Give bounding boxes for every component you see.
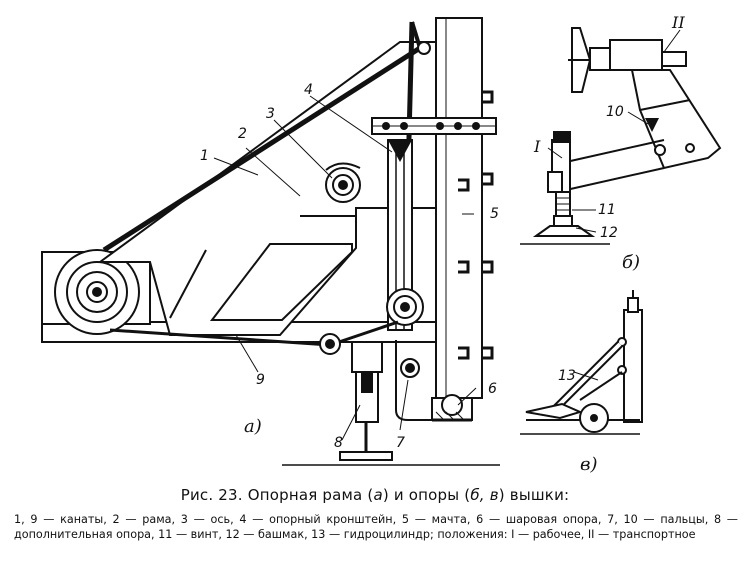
label-7: 7 bbox=[396, 435, 405, 451]
label-6: 6 bbox=[488, 381, 497, 397]
bracket-pulley bbox=[386, 288, 424, 326]
label-position-2: II bbox=[671, 13, 685, 32]
caption-bv: б, в bbox=[470, 486, 499, 504]
frame-opening bbox=[209, 243, 353, 321]
mast bbox=[435, 17, 483, 399]
subfig-b-label: б) bbox=[622, 252, 640, 273]
lower-pulley bbox=[319, 333, 341, 355]
caption-suffix: ) вышки: bbox=[498, 486, 570, 504]
technical-drawing: 1 2 3 4 5 6 7 8 9 10 11 12 13 I II а) б)… bbox=[41, 13, 722, 475]
figure: 1 2 3 4 5 6 7 8 9 10 11 12 13 I II а) б)… bbox=[41, 13, 722, 475]
label-10: 10 bbox=[606, 104, 624, 120]
winch-drum bbox=[54, 249, 140, 335]
caption-middle: ) и опоры ( bbox=[382, 486, 471, 504]
subfig-a-label: а) bbox=[244, 416, 262, 437]
ball-support bbox=[431, 394, 473, 422]
label-8: 8 bbox=[334, 435, 343, 451]
additional-support bbox=[339, 341, 393, 461]
label-13: 13 bbox=[558, 368, 576, 384]
label-4: 4 bbox=[304, 82, 313, 98]
pin-7 bbox=[395, 340, 432, 421]
label-3: 3 bbox=[266, 106, 275, 122]
label-11: 11 bbox=[598, 202, 616, 218]
caption-a: а bbox=[373, 486, 383, 504]
label-position-1: I bbox=[533, 137, 541, 156]
figure-b bbox=[520, 27, 722, 245]
axis-pulley bbox=[325, 167, 361, 203]
cable-9 bbox=[109, 320, 399, 347]
mast-steps bbox=[458, 90, 494, 360]
label-9: 9 bbox=[256, 372, 265, 388]
figure-caption: Рис. 23. Опорная рама (а) и опоры (б, в)… bbox=[0, 486, 750, 504]
caption-prefix: Рис. 23. Опорная рама ( bbox=[180, 486, 374, 504]
label-5: 5 bbox=[490, 206, 499, 222]
subfig-v-label: в) bbox=[580, 454, 598, 475]
figure-legend: 1, 9 — канаты, 2 — рама, 3 — ось, 4 — оп… bbox=[14, 513, 738, 541]
label-2: 2 bbox=[238, 126, 247, 142]
figure-c bbox=[520, 290, 643, 435]
label-12: 12 bbox=[600, 225, 618, 241]
label-1: 1 bbox=[200, 148, 209, 164]
